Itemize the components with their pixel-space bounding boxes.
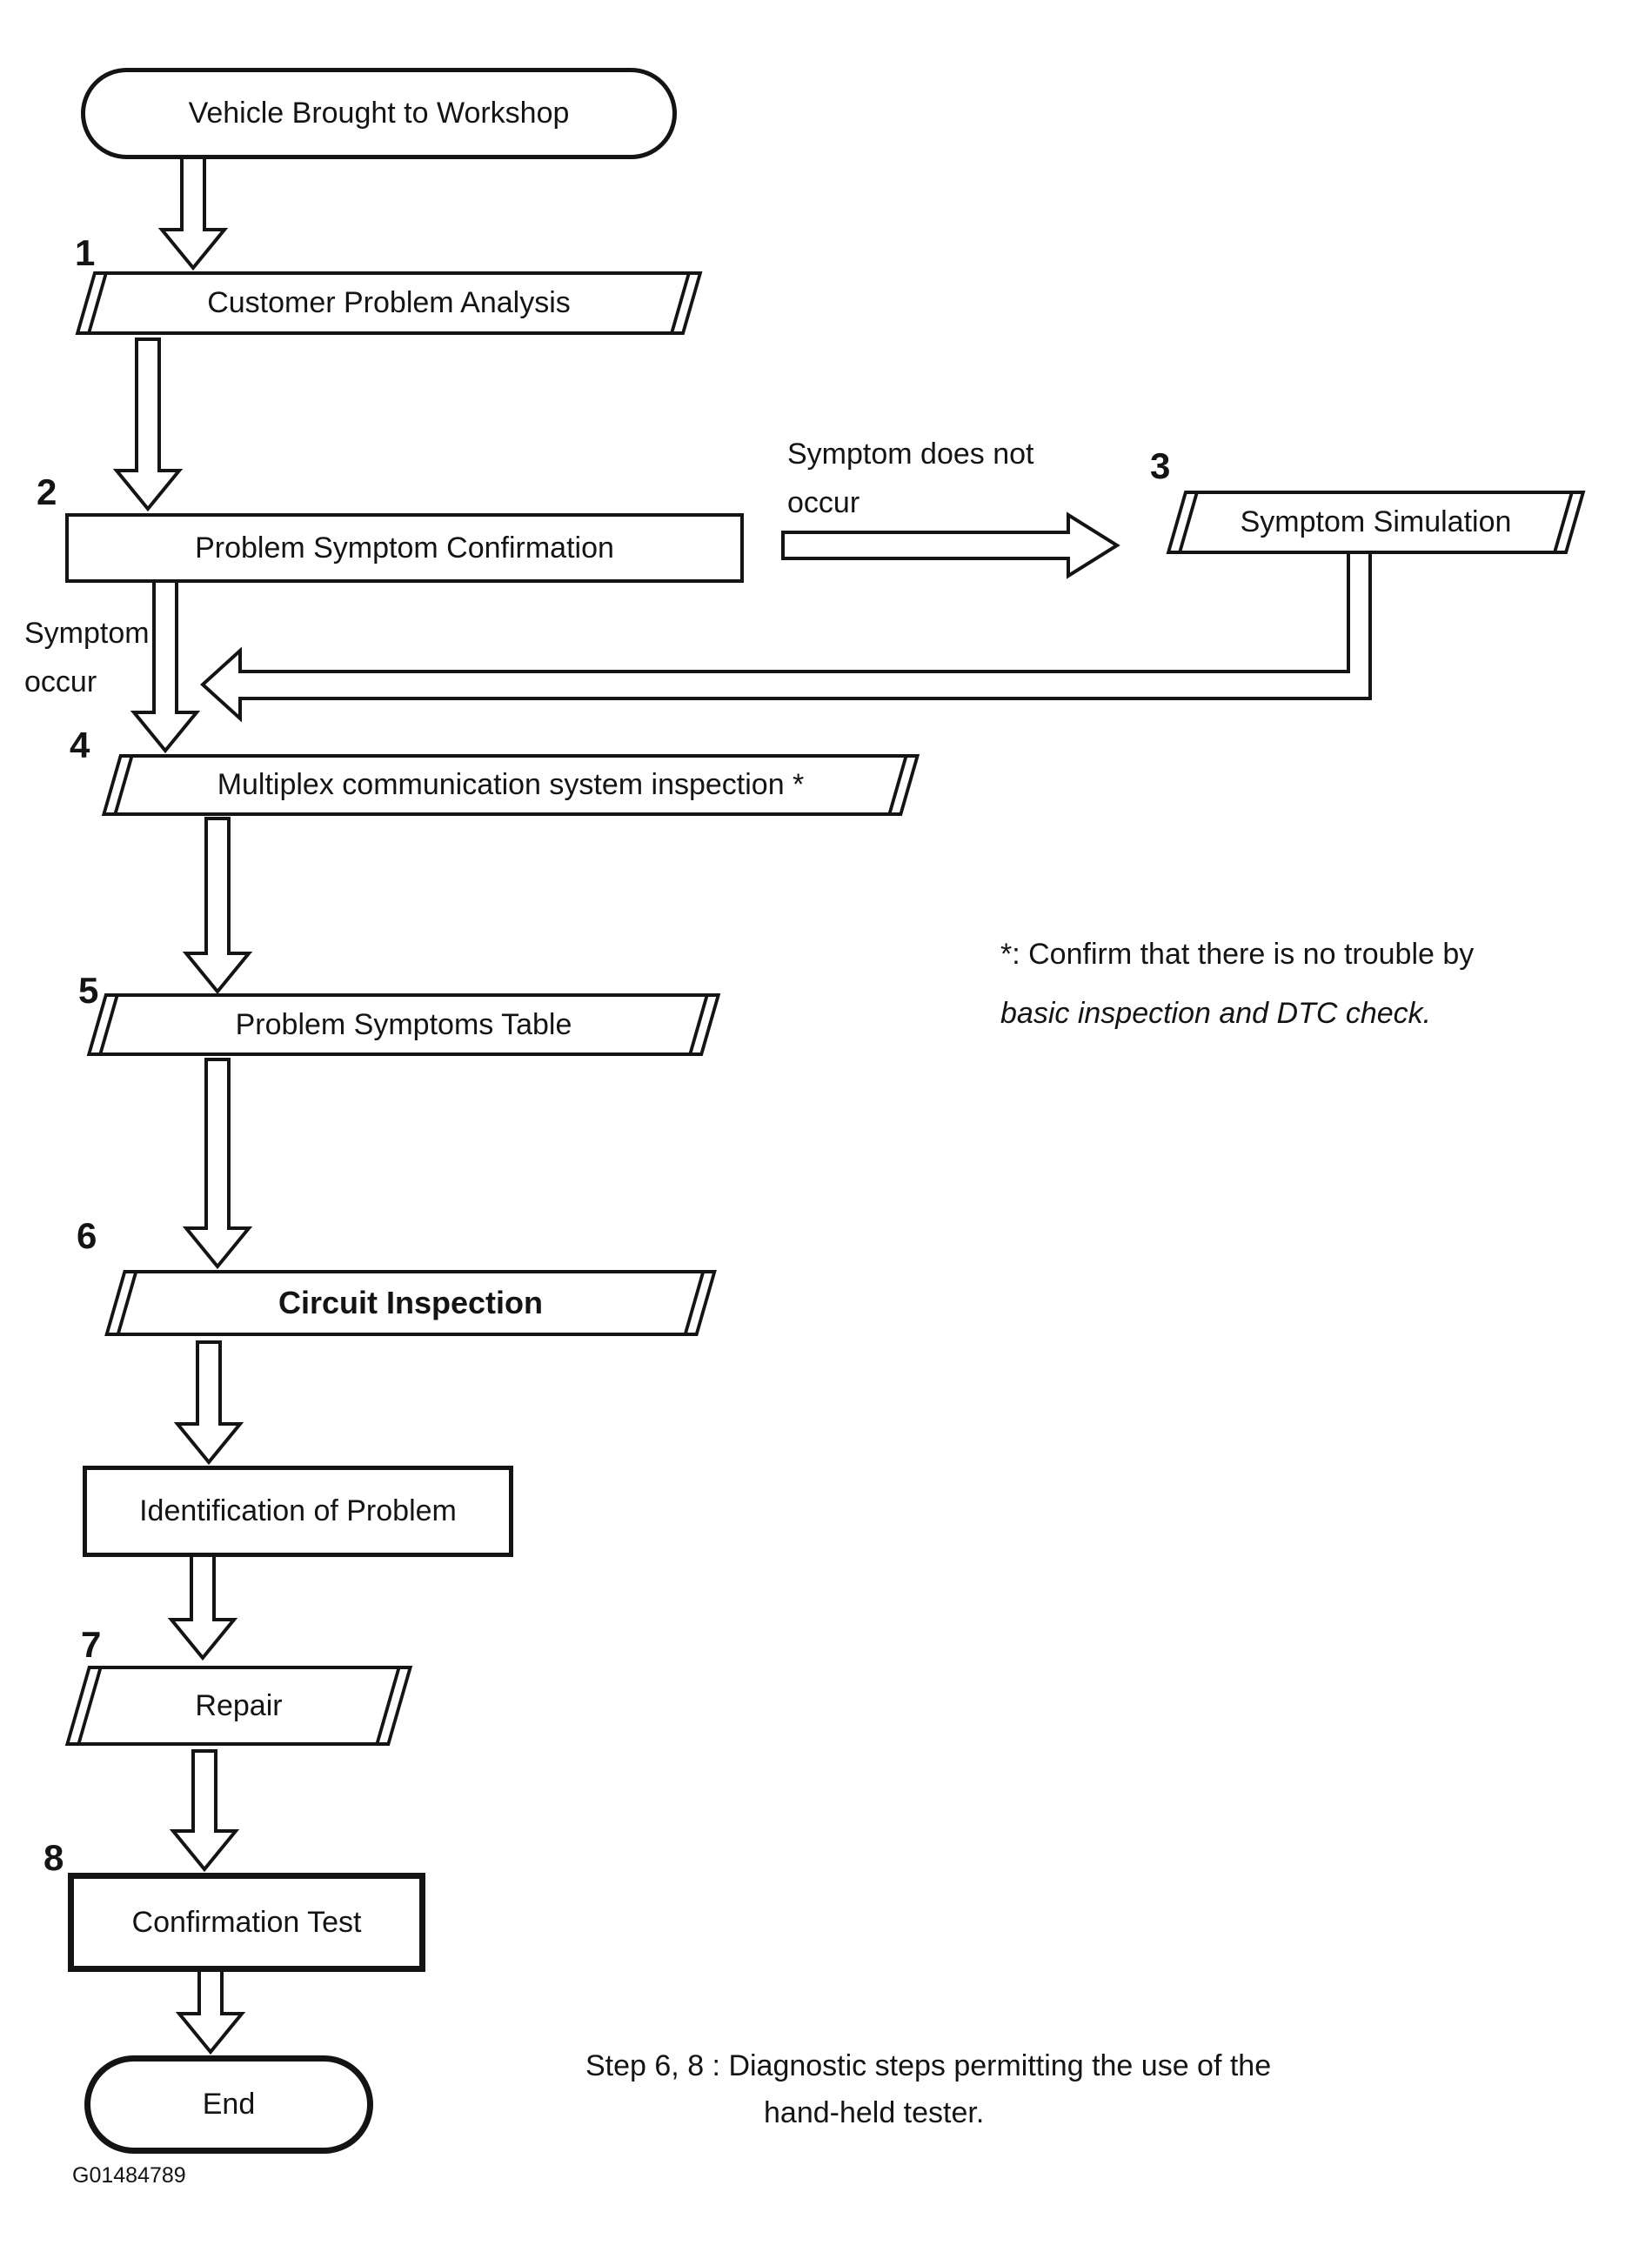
step7-label: Repair bbox=[195, 1688, 283, 1722]
step3-label: Symptom Simulation bbox=[1240, 505, 1512, 538]
arrow-identification-to-step7-icon bbox=[167, 1552, 238, 1661]
step3-number: 3 bbox=[1150, 445, 1171, 486]
step1-label: Customer Problem Analysis bbox=[207, 286, 571, 319]
step1-node: Customer Problem Analysis bbox=[75, 271, 703, 335]
step-note-line2: hand-held tester. bbox=[764, 2096, 985, 2129]
arrow-step2-to-step3-icon bbox=[781, 511, 1120, 579]
arrow-step6-to-identification-icon bbox=[173, 1340, 244, 1466]
identification-node: Identification of Problem bbox=[83, 1466, 513, 1557]
arrow-start-to-step1-icon bbox=[157, 153, 229, 271]
step8-label: Confirmation Test bbox=[131, 1905, 362, 1939]
arrow-step3-return-icon bbox=[200, 550, 1372, 723]
start-node-label: Vehicle Brought to Workshop bbox=[188, 97, 570, 130]
arrow-step7-to-step8-icon bbox=[169, 1749, 240, 1873]
step5-label: Problem Symptoms Table bbox=[235, 1007, 572, 1041]
identification-label: Identification of Problem bbox=[139, 1494, 457, 1527]
step7-number: 7 bbox=[81, 1624, 102, 1665]
step2-number: 2 bbox=[37, 471, 57, 512]
step4-node: Multiplex communication system inspectio… bbox=[101, 754, 920, 816]
end-node-label: End bbox=[202, 2088, 256, 2121]
asterisk-note-line2: basic inspection and DTC check. bbox=[1000, 997, 1432, 1030]
arrow-step4-to-step5-icon bbox=[182, 817, 253, 995]
start-node: Vehicle Brought to Workshop bbox=[81, 68, 677, 159]
step1-number: 1 bbox=[75, 232, 96, 273]
step4-number: 4 bbox=[70, 725, 90, 765]
edge-label-symptom-occur: Symptom occur bbox=[24, 617, 150, 698]
step7-node: Repair bbox=[64, 1666, 413, 1746]
step-note-line1: Step 6, 8 : Diagnostic steps permitting … bbox=[585, 2049, 1272, 2082]
step6-label: Circuit Inspection bbox=[278, 1285, 544, 1320]
step6-node: Circuit Inspection bbox=[104, 1270, 717, 1336]
asterisk-note-line1: *: Confirm that there is no trouble by bbox=[1000, 938, 1475, 971]
step5-number: 5 bbox=[78, 970, 99, 1011]
step6-number: 6 bbox=[77, 1215, 97, 1256]
edge-label-symptom-does-not-occur: Symptom does not occur bbox=[787, 438, 1034, 519]
step5-node: Problem Symptoms Table bbox=[86, 993, 721, 1056]
arrow-step1-to-step2-icon bbox=[112, 337, 184, 512]
arrow-step2-to-step4-icon bbox=[130, 577, 201, 754]
end-node: End bbox=[84, 2055, 373, 2154]
step8-node: Confirmation Test bbox=[68, 1873, 425, 1972]
step4-label: Multiplex communication system inspectio… bbox=[217, 768, 805, 801]
arrow-step8-to-end-icon bbox=[175, 1961, 246, 2055]
step2-node: Problem Symptom Confirmation bbox=[65, 513, 744, 583]
step2-label: Problem Symptom Confirmation bbox=[195, 531, 614, 565]
step3-node: Symptom Simulation bbox=[1166, 491, 1586, 554]
arrow-step5-to-step6-icon bbox=[182, 1058, 253, 1270]
step8-number: 8 bbox=[43, 1837, 64, 1878]
figure-id: G01484789 bbox=[72, 2163, 186, 2188]
